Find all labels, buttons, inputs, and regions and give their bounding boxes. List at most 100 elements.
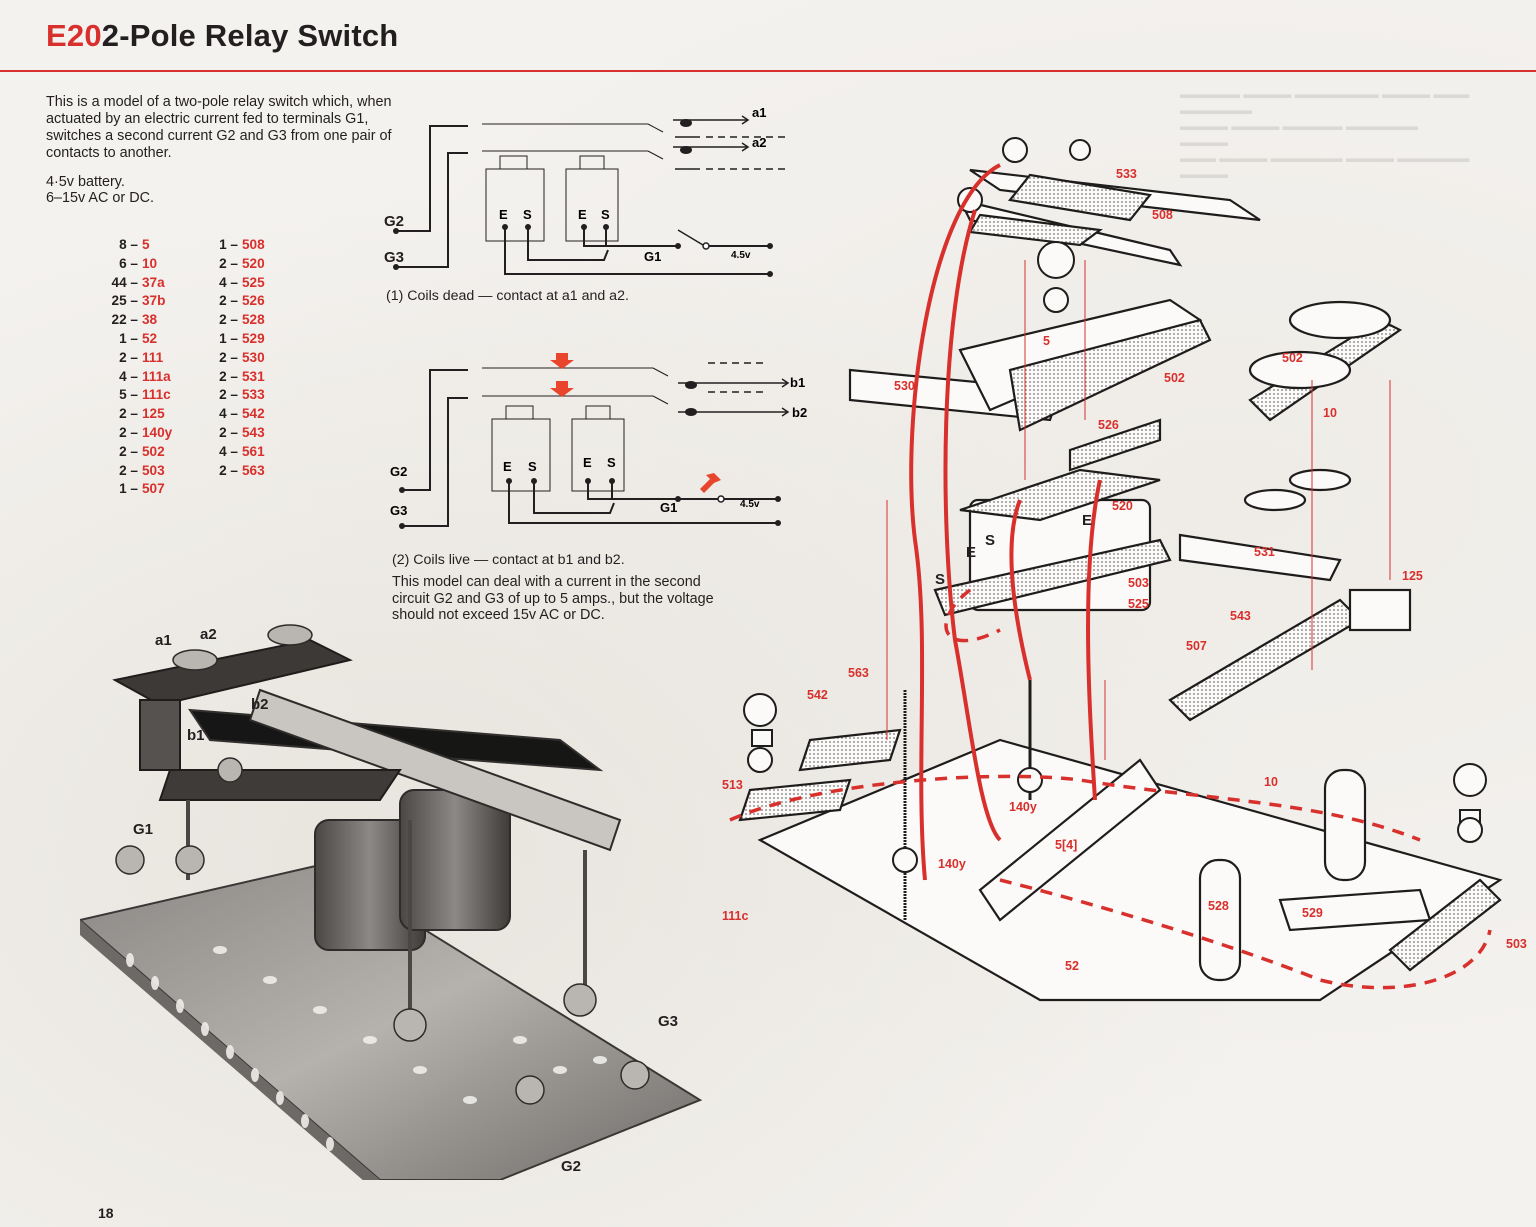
voltage-label: 4.5v <box>740 499 760 510</box>
diagram-1-caption: (1) Coils dead — contact at a1 and a2. <box>386 288 629 304</box>
rod-528 <box>1198 858 1242 982</box>
label-125: 125 <box>1402 569 1423 583</box>
a1-label: a1 <box>752 105 766 120</box>
parts-list-item: 2 –531 <box>208 368 265 387</box>
part-quantity: 44 – <box>111 274 138 290</box>
arrow-diagonal-icon <box>700 473 721 493</box>
label-543: 543 <box>1230 609 1251 623</box>
part-number: 140y <box>142 424 173 440</box>
current-rating-note: This model can deal with a current in th… <box>392 574 714 623</box>
parts-list-item: 2 –520 <box>208 255 265 274</box>
strip-502 <box>1008 318 1212 432</box>
part-number: 543 <box>242 424 265 440</box>
contact-strip <box>112 638 353 707</box>
part-quantity: 2 – <box>219 462 238 478</box>
part-quantity: 1 – <box>119 481 138 497</box>
label-508: 508 <box>1152 208 1173 222</box>
label-563: 563 <box>848 666 869 680</box>
label-507: 507 <box>1186 639 1207 653</box>
part-quantity: 4 – <box>219 274 238 290</box>
label-526: 526 <box>1098 418 1119 432</box>
part-quantity: 2 – <box>119 349 138 365</box>
label-111c: 111c <box>722 909 748 923</box>
coil-1-s: S <box>523 207 532 222</box>
part-number: 37a <box>142 274 165 290</box>
label-5-4: 5[4] <box>1055 838 1077 852</box>
assembly-guide-lines <box>886 260 1391 760</box>
part-number: 533 <box>242 387 265 403</box>
model-code: E20 <box>46 18 102 53</box>
b2-label: b2 <box>792 405 807 420</box>
part-number: 125 <box>142 406 165 422</box>
mains-spec: 6–15v AC or DC. <box>46 190 154 206</box>
parts-list-item: 2 –503 <box>98 462 172 481</box>
g2-label: G2 <box>384 213 404 230</box>
circuit-diagram-coils-live: G2 G3 E S E S G1 4.5v b1 b2 <box>390 353 807 529</box>
label-140y-lower: 140y <box>938 857 966 871</box>
wiring <box>909 163 1102 881</box>
photo-b2-label: b2 <box>251 696 269 713</box>
coil-2-s: S <box>607 455 616 470</box>
part-quantity: 1 – <box>219 237 238 252</box>
strip-531 <box>1178 533 1342 582</box>
part-quantity: 2 – <box>219 255 238 271</box>
arrow-down-icon <box>550 381 574 397</box>
label-513: 513 <box>722 778 743 792</box>
part-number: 38 <box>142 312 158 328</box>
label-533: 533 <box>1116 167 1137 181</box>
photo-a1-label: a1 <box>155 632 172 649</box>
parts-list-item: 4 –111a <box>98 368 172 387</box>
parts-list-item: 8 –5 <box>98 236 172 255</box>
parts-list-item: 2 –530 <box>208 349 265 368</box>
parts-list-item: 6 –10 <box>98 255 172 274</box>
part-number: 111 <box>142 349 164 365</box>
parts-list-item: 1 –52 <box>98 330 172 349</box>
coil-2-e: E <box>578 207 587 222</box>
parts-list-item: 2 –533 <box>208 386 265 405</box>
label-503-lower: 503 <box>1506 937 1527 951</box>
coil-terminal-s: S <box>985 532 995 549</box>
g2-wire <box>396 125 468 232</box>
parts-list-item: 2 –543 <box>208 424 265 443</box>
part-number: 528 <box>242 312 265 328</box>
part-number: 525 <box>242 274 265 290</box>
part-number: 37b <box>142 293 166 309</box>
part-quantity: 4 – <box>219 443 238 459</box>
part-quantity: 2 – <box>119 406 138 422</box>
parts-list-item: 1 –508 <box>208 236 265 255</box>
parts-list-item: 4 –561 <box>208 443 265 462</box>
part-quantity: 2 – <box>219 387 238 403</box>
label-52: 52 <box>1065 959 1079 973</box>
model-title: 2-Pole Relay Switch <box>101 18 399 53</box>
page-number: 18 <box>98 1205 114 1221</box>
label-10-lower: 10 <box>1264 775 1278 789</box>
photo-b1-label: b1 <box>187 727 205 744</box>
bleed-through-text: ▬▬▬▬▬ ▬▬▬▬ ▬▬▬▬▬▬▬ ▬▬▬▬ ▬▬▬ ▬▬▬▬▬▬▬▬▬▬ ▬… <box>1180 87 1470 181</box>
part-quantity: 1 – <box>119 330 138 346</box>
strip-503 <box>1388 878 1502 972</box>
relay-coil <box>399 789 511 931</box>
part-quantity: 2 – <box>219 293 238 309</box>
part-quantity: 4 – <box>119 368 138 384</box>
coil-1-e: E <box>499 207 508 222</box>
parts-list-item: 25 –37b <box>98 292 172 311</box>
parts-list-item: 4 –525 <box>208 274 265 293</box>
label-503-upper: 503 <box>1128 576 1149 590</box>
page-title: E202-Pole Relay Switch <box>46 18 398 54</box>
double-bent-strip <box>978 758 1162 922</box>
part-quantity: 2 – <box>219 312 238 328</box>
parts-list-item: 2 –111 <box>98 349 172 368</box>
photo-a2-label: a2 <box>200 626 217 643</box>
part-number: 530 <box>242 349 265 365</box>
voltage-label: 4.5v <box>731 250 751 261</box>
part-number: 542 <box>242 406 265 422</box>
g3-label: G3 <box>384 249 404 266</box>
part-number: 529 <box>242 330 265 346</box>
parts-list-item: 22 –38 <box>98 311 172 330</box>
part-quantity: 5 – <box>119 387 138 403</box>
part-quantity: 22 – <box>111 312 138 328</box>
photo-g1-label: G1 <box>133 821 153 838</box>
part-number: 563 <box>242 462 265 478</box>
